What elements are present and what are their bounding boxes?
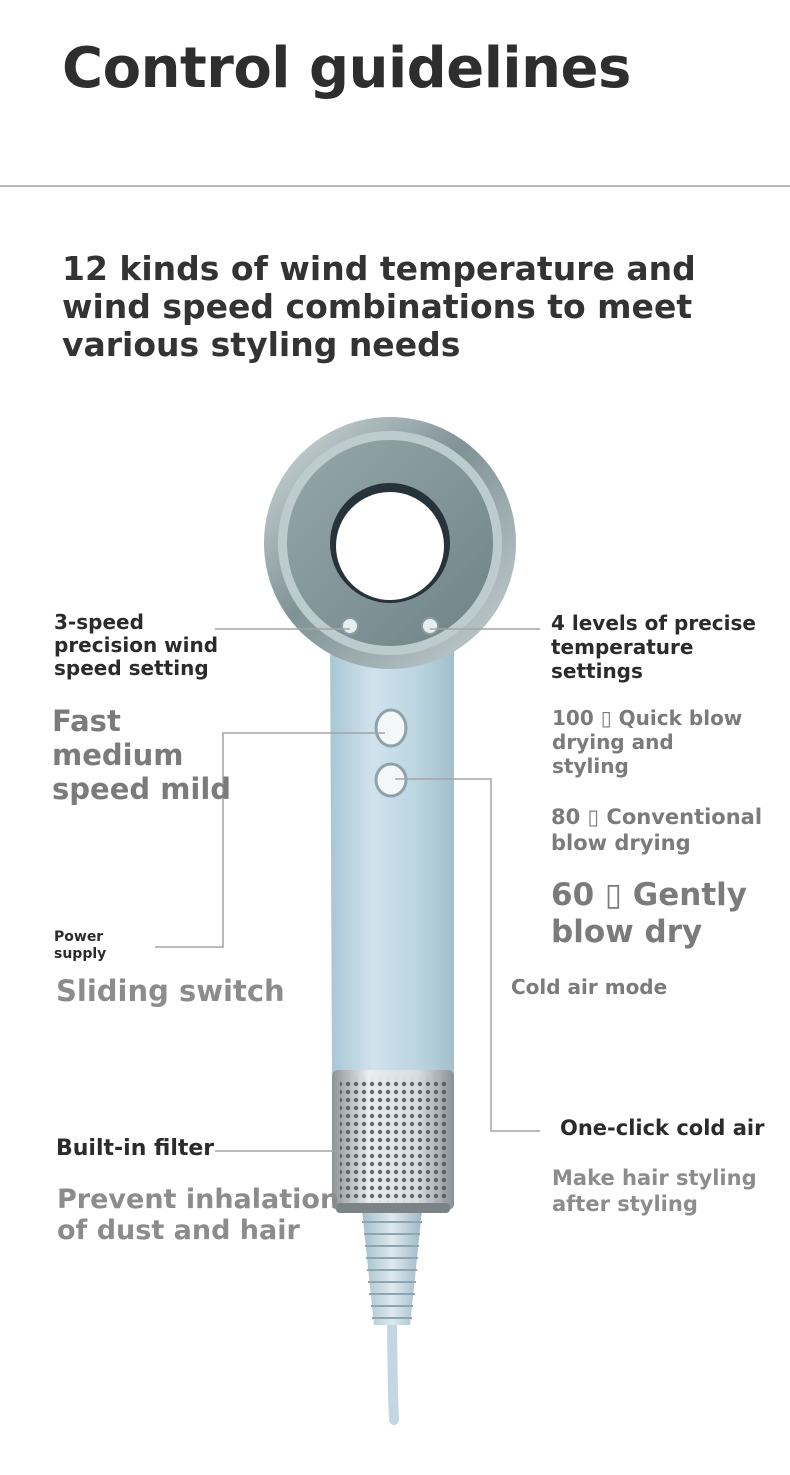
temperature-setting-label: 4 levels of precise temperature settings — [551, 611, 756, 683]
temperature-level-80: 80 ▯ Conventional blow drying — [551, 804, 762, 856]
temperature-level-100: 100 ▯ Quick blow drying and styling — [552, 706, 742, 778]
power-supply-line: supply — [54, 946, 107, 962]
cold-air-detail-line: Make hair styling — [552, 1166, 757, 1190]
temperature-level-line: blow drying — [551, 831, 691, 855]
temperature-level-line: 100 ▯ Quick blow — [552, 706, 743, 730]
speed-setting-line: 3-speed — [54, 610, 144, 634]
speed-setting-line: speed setting — [54, 656, 209, 680]
cold-air-mode-text: Cold air mode — [511, 975, 668, 999]
sliding-switch-text: Sliding switch — [56, 974, 285, 1008]
power-supply-label: Power supply — [54, 929, 106, 963]
filter-detail: Prevent inhalation of dust and hair — [57, 1184, 339, 1246]
speed-mode-line: speed mild — [52, 772, 232, 806]
filter-label: Built-in filter — [56, 1136, 215, 1161]
temperature-level-60: 60 ▯ Gently blow dry — [551, 877, 747, 951]
page-subtitle: 12 kinds of wind temperature and wind sp… — [62, 250, 762, 364]
filter-detail-line: Prevent inhalation — [57, 1184, 340, 1215]
speed-setting-label: 3-speed precision wind speed setting — [54, 611, 218, 680]
subtitle-line: wind speed combinations to meet — [62, 287, 693, 326]
speed-setting-line: precision wind — [54, 633, 219, 657]
temperature-level-line: 60 ▯ Gently — [551, 877, 747, 913]
speed-mode-line: medium — [52, 738, 184, 772]
speed-modes: Fast medium speed mild — [52, 704, 231, 806]
speed-mode-line: Fast — [52, 704, 121, 738]
temperature-level-line: drying and — [552, 730, 674, 754]
temperature-level-line: 80 ▯ Conventional — [551, 805, 763, 829]
subtitle-line: various styling needs — [62, 325, 461, 364]
temperature-level-line: styling — [552, 754, 629, 778]
temperature-level-line: blow dry — [551, 914, 703, 950]
power-supply-line: Power — [54, 929, 104, 945]
cold-air-detail-line: after styling — [552, 1192, 698, 1216]
divider — [0, 185, 790, 187]
temperature-setting-line: 4 levels of precise — [551, 611, 756, 635]
cold-air-label: One-click cold air — [560, 1116, 765, 1140]
temperature-setting-line: temperature — [551, 635, 694, 659]
subtitle-line: 12 kinds of wind temperature and — [62, 249, 696, 288]
filter-detail-line: of dust and hair — [57, 1215, 300, 1246]
cold-air-detail: Make hair styling after styling — [552, 1165, 757, 1217]
page-title: Control guidelines — [62, 36, 631, 101]
temperature-setting-line: settings — [551, 659, 643, 683]
